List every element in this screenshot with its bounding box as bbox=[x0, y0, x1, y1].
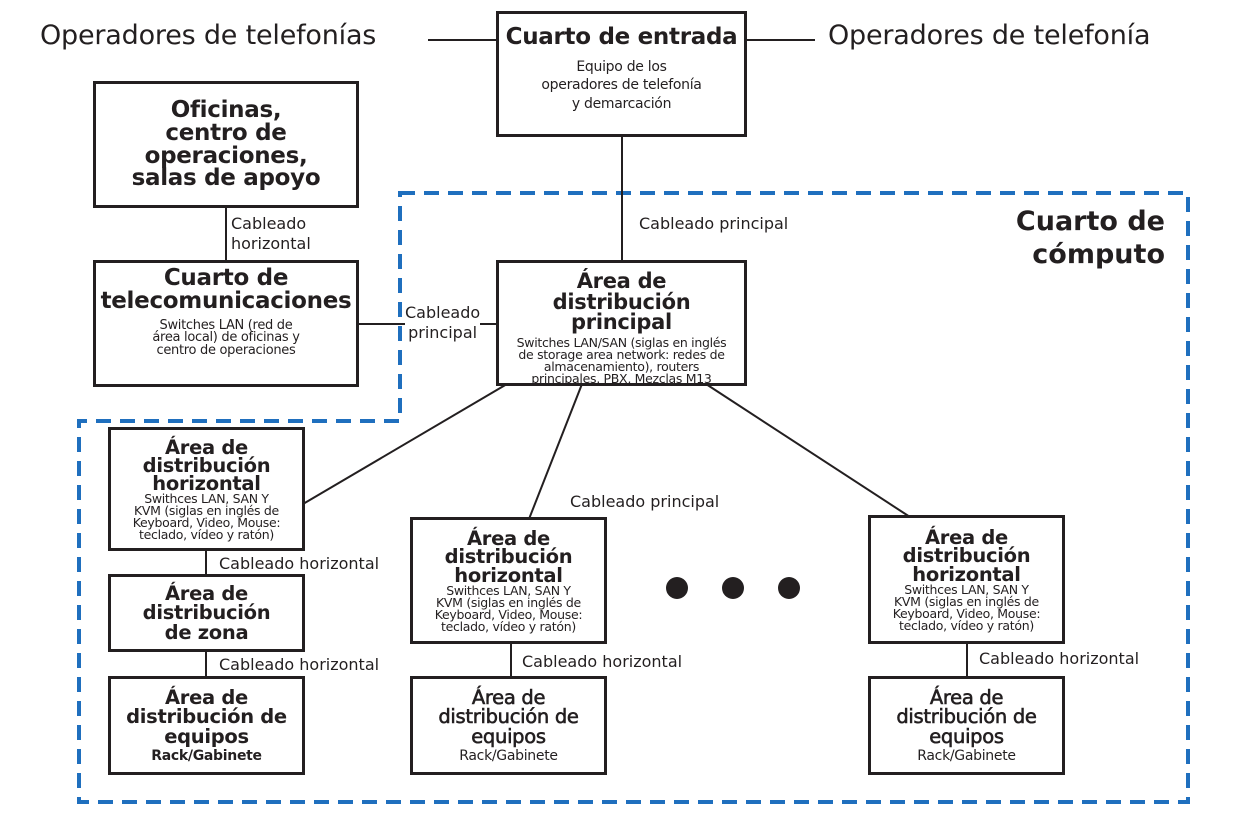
edge-label-main-to-hda: Cableado principal bbox=[570, 492, 720, 511]
node-title: Cuarto de entrada bbox=[505, 24, 738, 50]
node-title: Área de distribución principal bbox=[552, 269, 691, 335]
computer-room-title: Cuarto de cómputo bbox=[990, 206, 1165, 272]
computer-room-title-line: cómputo bbox=[1032, 238, 1165, 270]
node-horizontal-distribution-area-center[interactable]: Área de distribución horizontal Swithces… bbox=[410, 517, 607, 644]
edge-label-hda-center-to-eda: Cableado horizontal bbox=[522, 652, 683, 671]
node-equipment-distribution-area-center[interactable]: Área de distribución de equipos Rack/Gab… bbox=[410, 676, 607, 775]
node-subtitle: Swithces LAN, SAN Y KVM (siglas en inglé… bbox=[132, 491, 281, 543]
node-equipment-distribution-area-left[interactable]: Área de distribución de equipos Rack/Gab… bbox=[108, 676, 305, 775]
computer-room-region-border bbox=[77, 191, 1190, 804]
node-subtitle: Switches LAN/SAN (siglas en inglés de st… bbox=[516, 334, 727, 387]
computer-room-title-line: Cuarto de bbox=[1015, 206, 1165, 237]
node-offices[interactable]: Oficinas, centro de operaciones, salas d… bbox=[93, 81, 359, 208]
node-entrance-room[interactable]: Cuarto de entrada Equipo de los operador… bbox=[496, 11, 747, 137]
edge-label-zone-to-eda-left: Cableado horizontal bbox=[219, 655, 380, 674]
node-title: Área de distribución horizontal bbox=[444, 527, 573, 587]
node-subtitle: Equipo de los operadores de telefonía y … bbox=[541, 58, 702, 113]
edge-label-hda-right-to-eda: Cableado horizontal bbox=[979, 649, 1140, 668]
node-subtitle: Switches LAN (red de área local) de ofic… bbox=[152, 318, 300, 358]
edge-main-to-hda-right bbox=[705, 383, 911, 518]
node-zone-distribution-area[interactable]: Área de distribución de zona bbox=[108, 574, 305, 652]
node-telecom-room[interactable]: Cuarto de telecomunicaciones Switches LA… bbox=[93, 260, 359, 387]
node-title: Área de distribución horizontal bbox=[902, 526, 1031, 586]
node-title: Área de distribución horizontal bbox=[142, 435, 271, 496]
edge-label-hda-left-to-zone: Cableado horizontal bbox=[219, 554, 380, 573]
node-subtitle: Swithces LAN, SAN Y KVM (siglas en inglé… bbox=[892, 581, 1041, 633]
edge-label-offices-to-telecom: Cableado horizontal bbox=[231, 214, 311, 253]
node-title: Área de distribución de equipos bbox=[438, 686, 579, 748]
node-title: Cuarto de telecomunicaciones bbox=[100, 265, 352, 314]
node-subtitle: Swithces LAN, SAN Y KVM (siglas en inglé… bbox=[434, 582, 583, 634]
edge-main-to-hda-left bbox=[302, 383, 508, 505]
edge-label-telecom-to-main: Cableado principal bbox=[405, 303, 481, 343]
node-title: Área de distribución de equipos bbox=[126, 686, 287, 748]
node-main-distribution-area[interactable]: Área de distribución principal Switches … bbox=[496, 260, 747, 386]
node-horizontal-distribution-area-right[interactable]: Área de distribución horizontal Swithces… bbox=[868, 515, 1065, 644]
ellipsis-dot bbox=[666, 577, 688, 599]
ellipsis-dot bbox=[722, 577, 744, 599]
right-operator-label: Operadores de telefonía bbox=[828, 20, 1151, 51]
node-equipment-distribution-area-right[interactable]: Área de distribución de equipos Rack/Gab… bbox=[868, 676, 1065, 775]
node-subtitle: Rack/Gabinete bbox=[917, 747, 1016, 764]
node-subtitle: Rack/Gabinete bbox=[459, 747, 558, 764]
node-title: Oficinas, centro de operaciones, salas d… bbox=[131, 97, 321, 192]
edge-label-entrance-to-main: Cableado principal bbox=[639, 214, 789, 233]
node-title: Área de distribución de equipos bbox=[896, 686, 1037, 748]
node-subtitle: Rack/Gabinete bbox=[151, 747, 262, 764]
node-horizontal-distribution-area-left[interactable]: Área de distribución horizontal Swithces… bbox=[108, 427, 305, 551]
edge-main-to-hda-center bbox=[528, 383, 583, 520]
node-title: Área de distribución de zona bbox=[142, 582, 271, 644]
ellipsis-dot bbox=[778, 577, 800, 599]
left-operator-label: Operadores de telefonías bbox=[40, 20, 377, 51]
